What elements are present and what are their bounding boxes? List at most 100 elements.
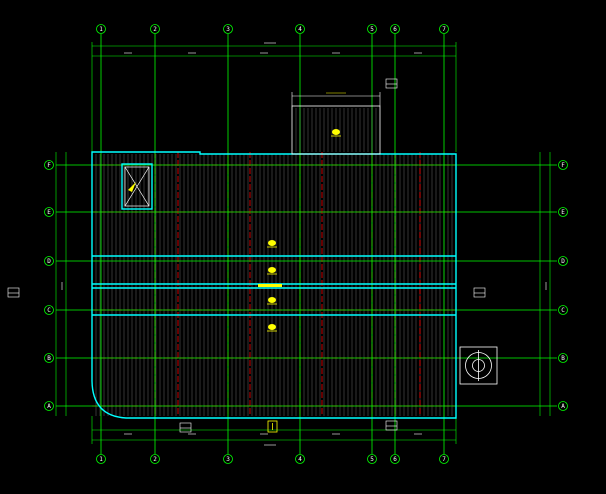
vent-symbol-icon	[459, 346, 498, 385]
axis-bubble-circle	[223, 454, 233, 464]
axis-bubble-top-3: 3	[223, 24, 233, 34]
axis-bubble-top-6: 6	[390, 24, 400, 34]
tag-symbol	[385, 420, 398, 431]
axis-bubble-top-2: 2	[150, 24, 160, 34]
dimension-lines	[55, 42, 551, 444]
axis-bubble-top-1: 1	[96, 24, 106, 34]
axis-bubble-bottom-2: 2	[150, 454, 160, 464]
axis-bubble-circle	[367, 454, 377, 464]
axis-bubble-left-B: B	[44, 353, 54, 363]
axis-bubble-label: 4	[298, 456, 302, 463]
axis-bubble-circle	[44, 305, 54, 315]
axis-bubble-label: 6	[393, 456, 397, 463]
drain-body	[268, 297, 276, 303]
axis-bubble-circle	[390, 24, 400, 34]
vent-frame	[459, 346, 498, 385]
axis-bubble-label: D	[561, 258, 565, 265]
tag-symbol	[473, 287, 486, 298]
axis-bubble-circle	[96, 454, 106, 464]
axis-bubble-circle	[439, 24, 449, 34]
axis-bubble-bottom-7: 7	[439, 454, 449, 464]
roof-drain-icon	[331, 129, 341, 137]
axis-bubble-label: 7	[442, 26, 446, 33]
axis-bubble-circle	[558, 207, 568, 217]
axis-bubble-left-D: D	[44, 256, 54, 266]
penthouse-seams	[295, 108, 377, 152]
axis-bubble-circle	[558, 256, 568, 266]
axis-bubble-label: C	[561, 307, 565, 314]
axis-bubble-top-7: 7	[439, 24, 449, 34]
axis-bubble-bottom-5: 5	[367, 454, 377, 464]
axis-bubble-left-C: C	[44, 305, 54, 315]
axis-lines	[56, 34, 557, 454]
axis-bubble-circle	[558, 305, 568, 315]
axis-bubble-right-F: F	[558, 160, 568, 170]
axis-bubble-circle	[44, 401, 54, 411]
axis-bubble-top-5: 5	[367, 24, 377, 34]
elevation-marker-icon	[267, 420, 278, 433]
hatch-frame	[124, 166, 150, 207]
axis-bubble-circle	[367, 24, 377, 34]
axis-bubble-label: E	[561, 209, 565, 216]
axis-bubble-label: 6	[393, 26, 397, 33]
axis-bubble-label: 5	[370, 456, 374, 463]
axis-bubble-circle	[295, 454, 305, 464]
axis-bubble-label: 2	[153, 26, 157, 33]
axis-bubble-circle	[439, 454, 449, 464]
drain-body	[268, 267, 276, 273]
axis-bubble-right-C: C	[558, 305, 568, 315]
axis-bubble-circle	[558, 353, 568, 363]
roof-drain-icon	[267, 297, 277, 305]
penthouse-outline	[291, 105, 381, 155]
drain-body	[332, 129, 340, 135]
axis-bubble-left-E: E	[44, 207, 54, 217]
dimension-tick-marks	[61, 42, 547, 446]
axis-bubble-circle	[96, 24, 106, 34]
axis-bubble-circle	[150, 24, 160, 34]
axis-bubble-bottom-6: 6	[390, 454, 400, 464]
axis-bubble-circle	[558, 160, 568, 170]
axis-bubble-label: 5	[370, 26, 374, 33]
axis-bubble-circle	[150, 454, 160, 464]
axis-bubble-circle	[44, 160, 54, 170]
axis-bubble-label: 3	[226, 456, 230, 463]
drain-body	[268, 240, 276, 246]
axis-bubble-left-A: A	[44, 401, 54, 411]
axis-bubble-circle	[44, 207, 54, 217]
axis-bubble-label: 4	[298, 26, 302, 33]
axis-bubble-bottom-3: 3	[223, 454, 233, 464]
axis-bubble-circle	[390, 454, 400, 464]
axis-bubble-right-D: D	[558, 256, 568, 266]
axis-bubble-label: 3	[226, 26, 230, 33]
roof-seams	[95, 154, 453, 416]
slope-arrow-icon	[128, 182, 136, 192]
axis-bubble-label: F	[47, 162, 51, 169]
axis-bubble-circle	[44, 256, 54, 266]
axis-bubble-label: B	[47, 355, 51, 362]
hatch-diagonal	[124, 166, 150, 207]
roof-drains	[267, 129, 341, 332]
tag-symbol	[179, 422, 192, 433]
axis-bubble-circle	[44, 353, 54, 363]
roof-drain-icon	[267, 324, 277, 332]
axis-bubble-right-E: E	[558, 207, 568, 217]
roof-drain-icon	[267, 240, 277, 248]
axis-bubble-label: 7	[442, 456, 446, 463]
axis-bubble-right-A: A	[558, 401, 568, 411]
section-tags	[7, 78, 486, 433]
axis-bubble-label: A	[561, 403, 565, 410]
ridge-label-mark	[258, 284, 282, 287]
axis-bubble-circle	[295, 24, 305, 34]
tag-symbol	[7, 287, 20, 298]
drain-body	[268, 324, 276, 330]
axis-bubble-label: 2	[153, 456, 157, 463]
roof-hatch-icon	[124, 166, 150, 207]
tag-symbol	[385, 78, 398, 89]
axis-bubble-bottom-4: 4	[295, 454, 305, 464]
axis-bubble-label: D	[47, 258, 51, 265]
axis-bubble-label: 1	[99, 26, 103, 33]
axis-bubble-label: B	[561, 355, 565, 362]
